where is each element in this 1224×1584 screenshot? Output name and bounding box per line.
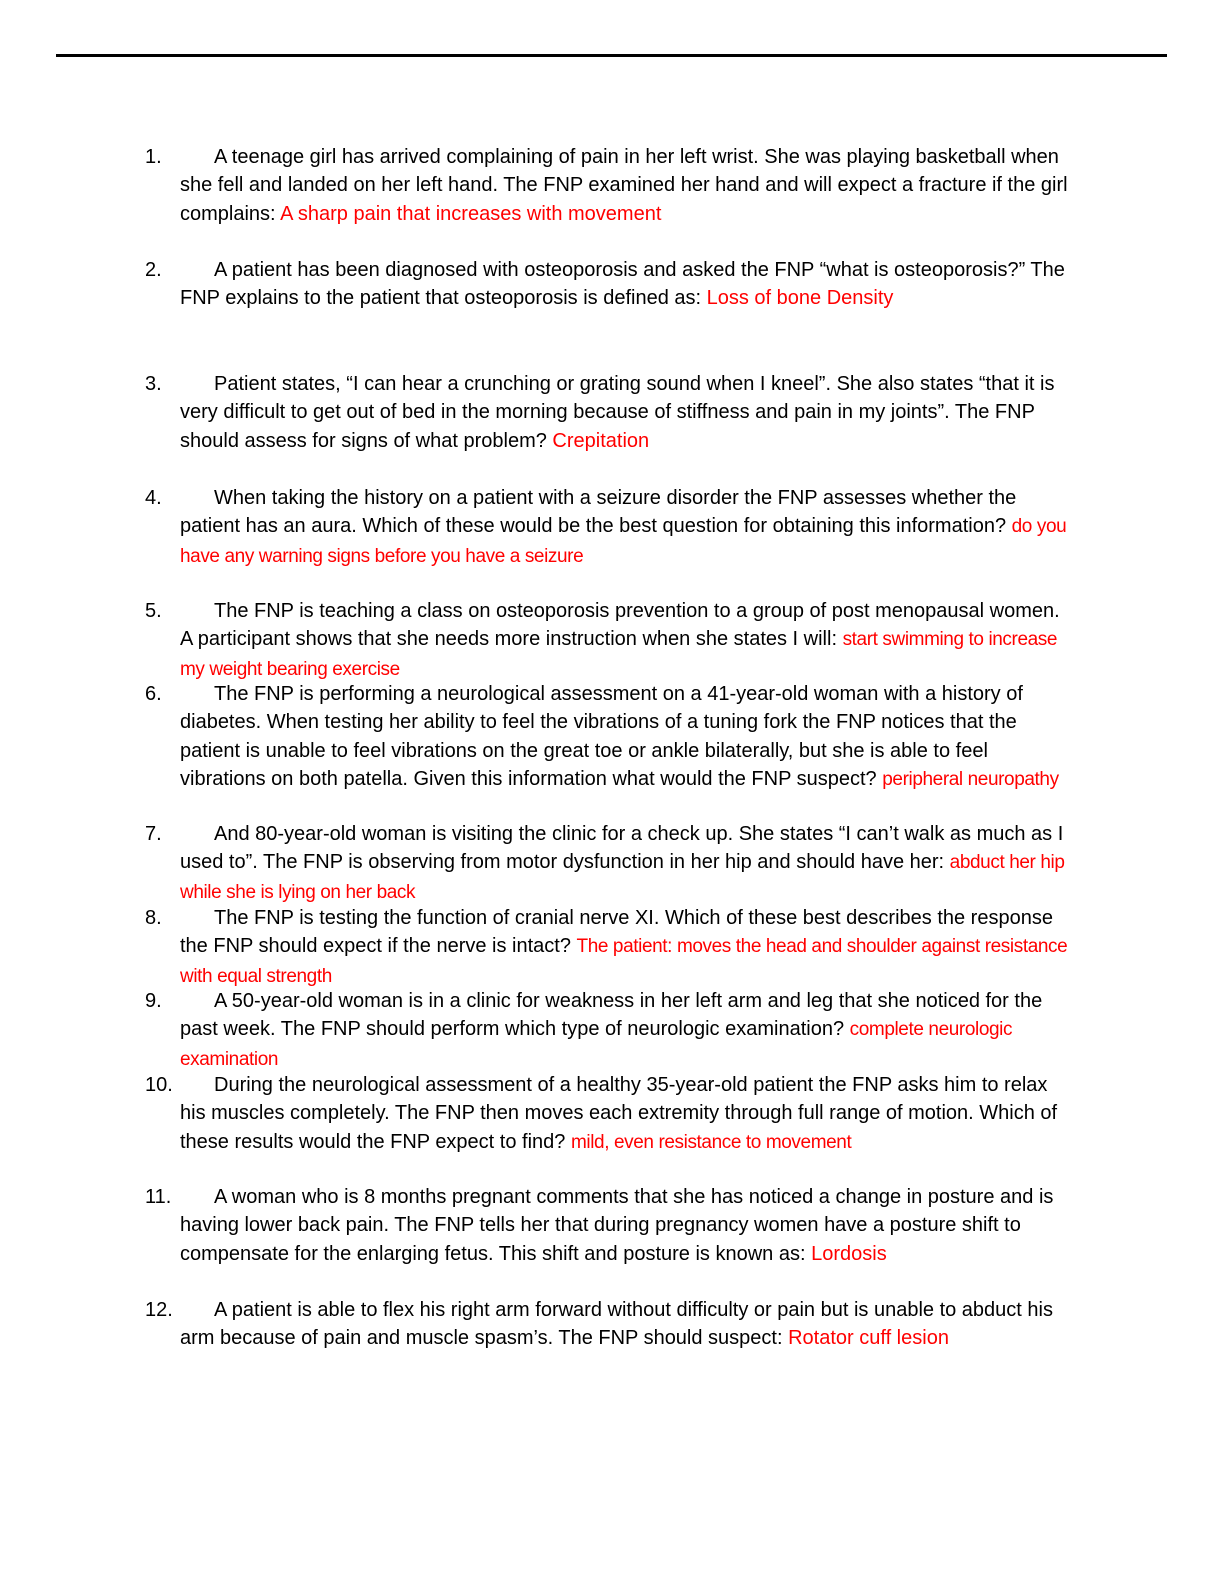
question-item: 12. A patient is able to flex his right …	[145, 1296, 1070, 1353]
question-number: 3.	[145, 373, 162, 395]
question-number: 1.	[145, 146, 162, 168]
question-text: The FNP is teaching a class on osteoporo…	[180, 600, 1060, 651]
question-text: And 80-year-old woman is visiting the cl…	[180, 823, 1064, 874]
question-number: 8.	[145, 907, 162, 929]
question-number: 4.	[145, 487, 162, 509]
question-number: 11.	[145, 1186, 172, 1208]
question-text: A woman who is 8 months pregnant comment…	[180, 1186, 1054, 1265]
question-text: During the neurological assessment of a …	[180, 1074, 1058, 1153]
question-item: 3. Patient states, “I can hear a crunchi…	[145, 370, 1070, 455]
question-item: 10. During the neurological assessment o…	[145, 1071, 1070, 1157]
question-item: 8. The FNP is testing the function of cr…	[145, 904, 1070, 991]
header-rule	[56, 54, 1167, 57]
answer-text: peripheral neuropathy	[882, 768, 1059, 790]
question-item: 4. When taking the history on a patient …	[145, 484, 1070, 571]
question-text: Patient states, “I can hear a crunching …	[180, 373, 1055, 452]
question-text: A patient has been diagnosed with osteop…	[180, 259, 1065, 310]
question-number: 10.	[145, 1074, 173, 1096]
question-number: 9.	[145, 990, 162, 1012]
question-number: 5.	[145, 600, 162, 622]
question-item: 9. A 50-year-old woman is in a clinic fo…	[145, 987, 1070, 1074]
question-number: 6.	[145, 683, 162, 705]
answer-text: mild, even resistance to movement	[570, 1131, 852, 1153]
question-item: 2. A patient has been diagnosed with ost…	[145, 256, 1070, 313]
answer-text: Crepitation	[552, 429, 650, 452]
question-item: 7. And 80-year-old woman is visiting the…	[145, 820, 1070, 907]
question-item: 11. A woman who is 8 months pregnant com…	[145, 1183, 1070, 1268]
question-text: A teenage girl has arrived complaining o…	[180, 146, 1068, 225]
answer-text: Loss of bone Density	[706, 287, 894, 310]
answer-text: do you have any warning signs before you…	[180, 516, 1067, 567]
question-text: When taking the history on a patient wit…	[180, 487, 1017, 538]
answer-text: complete neurologic examination	[180, 1019, 1013, 1070]
answer-text: abduct her hip while she is lying on her…	[180, 852, 1065, 903]
question-text: A patient is able to flex his right arm …	[180, 1299, 1053, 1350]
answer-text: Lordosis	[811, 1242, 887, 1265]
question-text: The FNP is testing the function of crani…	[180, 907, 1053, 958]
question-number: 2.	[145, 259, 162, 281]
question-number: 12.	[145, 1299, 173, 1321]
question-text: A 50-year-old woman is in a clinic for w…	[180, 990, 1043, 1041]
question-item: 6. The FNP is performing a neurological …	[145, 680, 1070, 794]
question-text: The FNP is performing a neurological ass…	[180, 683, 1023, 790]
answer-text: A sharp pain that increases with movemen…	[280, 202, 662, 225]
answer-text: The patient: moves the head and shoulder…	[180, 936, 1068, 987]
answer-text: Rotator cuff lesion	[788, 1327, 949, 1350]
question-item: 1. A teenage girl has arrived complainin…	[145, 143, 1070, 228]
question-item: 5. The FNP is teaching a class on osteop…	[145, 597, 1070, 684]
question-number: 7.	[145, 823, 162, 845]
answer-text: start swimming to increase my weight bea…	[180, 629, 1058, 680]
